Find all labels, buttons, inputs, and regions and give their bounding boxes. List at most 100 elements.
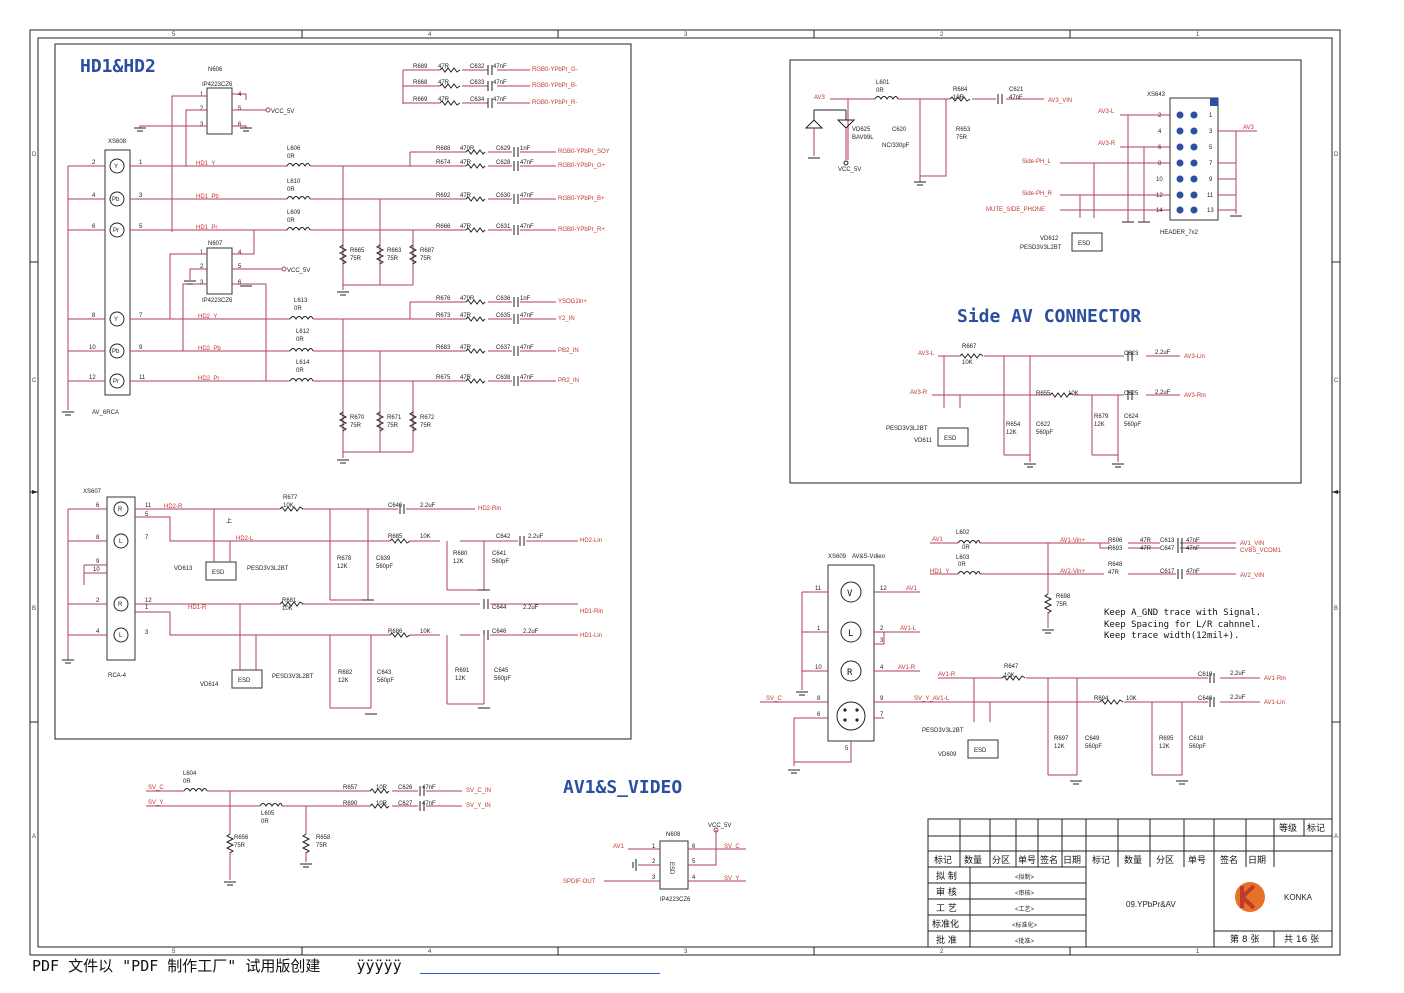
svg-text:AV1-R: AV1-R bbox=[938, 672, 956, 678]
col-mark: 2 bbox=[940, 949, 944, 955]
svg-text:2: 2 bbox=[92, 160, 96, 166]
svg-text:C619: C619 bbox=[1198, 672, 1213, 678]
svg-text:C618: C618 bbox=[1189, 736, 1204, 742]
svg-text:L609: L609 bbox=[287, 210, 301, 216]
svg-text:Pr: Pr bbox=[113, 379, 119, 385]
col-mark: 4 bbox=[428, 949, 432, 955]
svg-text:3: 3 bbox=[200, 280, 204, 286]
av1-heading: AV1&S_VIDEO bbox=[563, 777, 682, 798]
svg-text:L601: L601 bbox=[876, 80, 890, 86]
svg-text:C640: C640 bbox=[388, 503, 403, 509]
svg-text:SV_Y: SV_Y bbox=[148, 800, 163, 806]
svg-text:4: 4 bbox=[880, 665, 884, 671]
svg-text:R675: R675 bbox=[436, 375, 451, 381]
konka-logo-icon bbox=[1235, 882, 1265, 912]
svg-text:N606: N606 bbox=[208, 67, 223, 73]
svg-text:N608: N608 bbox=[666, 832, 681, 838]
svg-text:<审核>: <审核> bbox=[1015, 889, 1035, 897]
svg-text:AV3: AV3 bbox=[814, 95, 826, 101]
connector-xs607[interactable]: XS607 RCA-4 R L R L 6 8 9 10 2 4 11 5 7 … bbox=[62, 489, 152, 679]
svg-text:R669: R669 bbox=[413, 97, 428, 103]
ic-n606[interactable]: N606 IP4223CZ6 1 2 3 4 5 6 VCC_5V bbox=[139, 67, 294, 232]
svg-text:Y2_IN: Y2_IN bbox=[558, 316, 575, 322]
svg-text:1: 1 bbox=[139, 160, 143, 166]
svg-text:PR2_IN: PR2_IN bbox=[558, 378, 579, 384]
svg-text:10R: 10R bbox=[376, 785, 388, 791]
svg-text:SV_C_IN: SV_C_IN bbox=[466, 788, 491, 794]
svg-text:1: 1 bbox=[1209, 113, 1213, 119]
svg-text:HD1-Rin: HD1-Rin bbox=[580, 609, 603, 615]
svg-text:10R: 10R bbox=[376, 801, 388, 807]
connector-xs608[interactable]: XS608 AV_6RCA Y Pb Pr Y Pb Pr 2 4 6 8 10… bbox=[67, 139, 146, 416]
svg-text:标准化: 标准化 bbox=[932, 918, 959, 930]
svg-text:6: 6 bbox=[238, 280, 242, 286]
row-mark: B bbox=[1334, 606, 1338, 612]
header-xs643[interactable]: XS643 HEADER_7x2 2 4 6 8 10 12 14 1 3 5 … bbox=[986, 92, 1257, 236]
svg-text:AV2_VIN: AV2_VIN bbox=[1240, 573, 1264, 579]
svg-text:10K: 10K bbox=[1068, 391, 1079, 397]
svg-text:AV1-Vin+: AV1-Vin+ bbox=[1060, 538, 1085, 544]
svg-text:ESD: ESD bbox=[1078, 241, 1091, 247]
svg-text:<标准化>: <标准化> bbox=[1012, 921, 1038, 929]
svg-text:C620: C620 bbox=[892, 127, 907, 133]
side-av-section-box bbox=[789, 59, 1302, 484]
svg-text:HD2-Lin: HD2-Lin bbox=[580, 538, 602, 544]
svg-text:AV1-Lin: AV1-Lin bbox=[1264, 700, 1285, 706]
svg-text:<拟制>: <拟制> bbox=[1015, 873, 1035, 881]
svg-text:日期: 日期 bbox=[1063, 855, 1081, 866]
footer-link[interactable]: ÿÿÿÿÿ bbox=[356, 957, 402, 975]
svg-text:IP4223CZ6: IP4223CZ6 bbox=[660, 897, 691, 903]
svg-text:AV1-Rin: AV1-Rin bbox=[1264, 676, 1286, 682]
svg-text:R686: R686 bbox=[388, 629, 403, 635]
svg-text:10: 10 bbox=[89, 345, 96, 351]
svg-text:C639: C639 bbox=[376, 556, 391, 562]
svg-text:AV1: AV1 bbox=[932, 537, 944, 543]
esd-vd611[interactable]: ESD PESD3V3L2BT VD611 bbox=[886, 426, 969, 447]
hd-heading: HD1&HD2 bbox=[80, 56, 156, 77]
esd-vd612[interactable]: ESD VD612 PESD3V3L2BT bbox=[1020, 232, 1103, 252]
svg-text:R695: R695 bbox=[1159, 736, 1174, 742]
svg-text:470R: 470R bbox=[460, 146, 475, 152]
svg-text:12K: 12K bbox=[338, 678, 349, 684]
ic-n608[interactable]: N608 IP4223CZ6 VCC_5V ESD 1 2 3 4 5 6 AV… bbox=[563, 823, 746, 903]
ground-symbol bbox=[134, 127, 252, 132]
svg-text:Pb: Pb bbox=[112, 349, 120, 355]
esd-vd614[interactable]: ESD VD614 PESD3V3L2BT bbox=[200, 604, 314, 689]
col-mark: 5 bbox=[172, 32, 176, 38]
svg-text:10K: 10K bbox=[282, 606, 293, 612]
svg-text:C635: C635 bbox=[496, 313, 511, 319]
svg-text:4: 4 bbox=[238, 250, 242, 256]
svg-text:75R: 75R bbox=[350, 423, 362, 429]
tb-grade: 等级 bbox=[1279, 822, 1297, 834]
esd-vd609[interactable]: ESD PESD3V3L2BT VD609 bbox=[922, 728, 999, 759]
svg-text:SV_C: SV_C bbox=[766, 696, 782, 702]
svg-text:C621: C621 bbox=[1009, 87, 1024, 93]
svg-text:PESD3V3L2BT: PESD3V3L2BT bbox=[886, 426, 928, 432]
svg-text:L614: L614 bbox=[296, 360, 310, 366]
svg-text:0R: 0R bbox=[183, 779, 191, 785]
svg-text:PB2_IN: PB2_IN bbox=[558, 348, 579, 354]
svg-text:9: 9 bbox=[1209, 177, 1213, 183]
svg-text:C624: C624 bbox=[1124, 414, 1139, 420]
svg-text:VCC_5V: VCC_5V bbox=[287, 268, 310, 274]
svg-text:L: L bbox=[119, 539, 123, 545]
col-mark: 3 bbox=[684, 949, 688, 955]
svg-text:47R: 47R bbox=[438, 97, 450, 103]
svg-text:5: 5 bbox=[1209, 145, 1213, 151]
col-mark: 3 bbox=[684, 32, 688, 38]
svg-text:47R: 47R bbox=[460, 193, 472, 199]
svg-text:Pr: Pr bbox=[113, 228, 119, 234]
svg-text:2.2uF: 2.2uF bbox=[420, 503, 436, 509]
svg-text:0R: 0R bbox=[261, 819, 269, 825]
ic-n607[interactable]: N607 IP4223CZ6 1 2 3 4 5 6 VCC_5V bbox=[169, 230, 310, 381]
svg-text:PESD3V3L2BT: PESD3V3L2BT bbox=[247, 566, 289, 572]
svg-text:2: 2 bbox=[200, 264, 204, 270]
svg-text:XS609: XS609 bbox=[828, 554, 847, 560]
svg-text:R674: R674 bbox=[436, 160, 451, 166]
svg-text:0R: 0R bbox=[962, 545, 970, 551]
connector-xs609[interactable]: XS609 AV&S-Vdieo V L R 11 1 10 8 6 12 2 … bbox=[760, 554, 920, 774]
row-mark: C bbox=[1334, 378, 1339, 384]
esd-vd613[interactable]: ESD VD613 PESD3V3L2BT bbox=[174, 509, 289, 581]
